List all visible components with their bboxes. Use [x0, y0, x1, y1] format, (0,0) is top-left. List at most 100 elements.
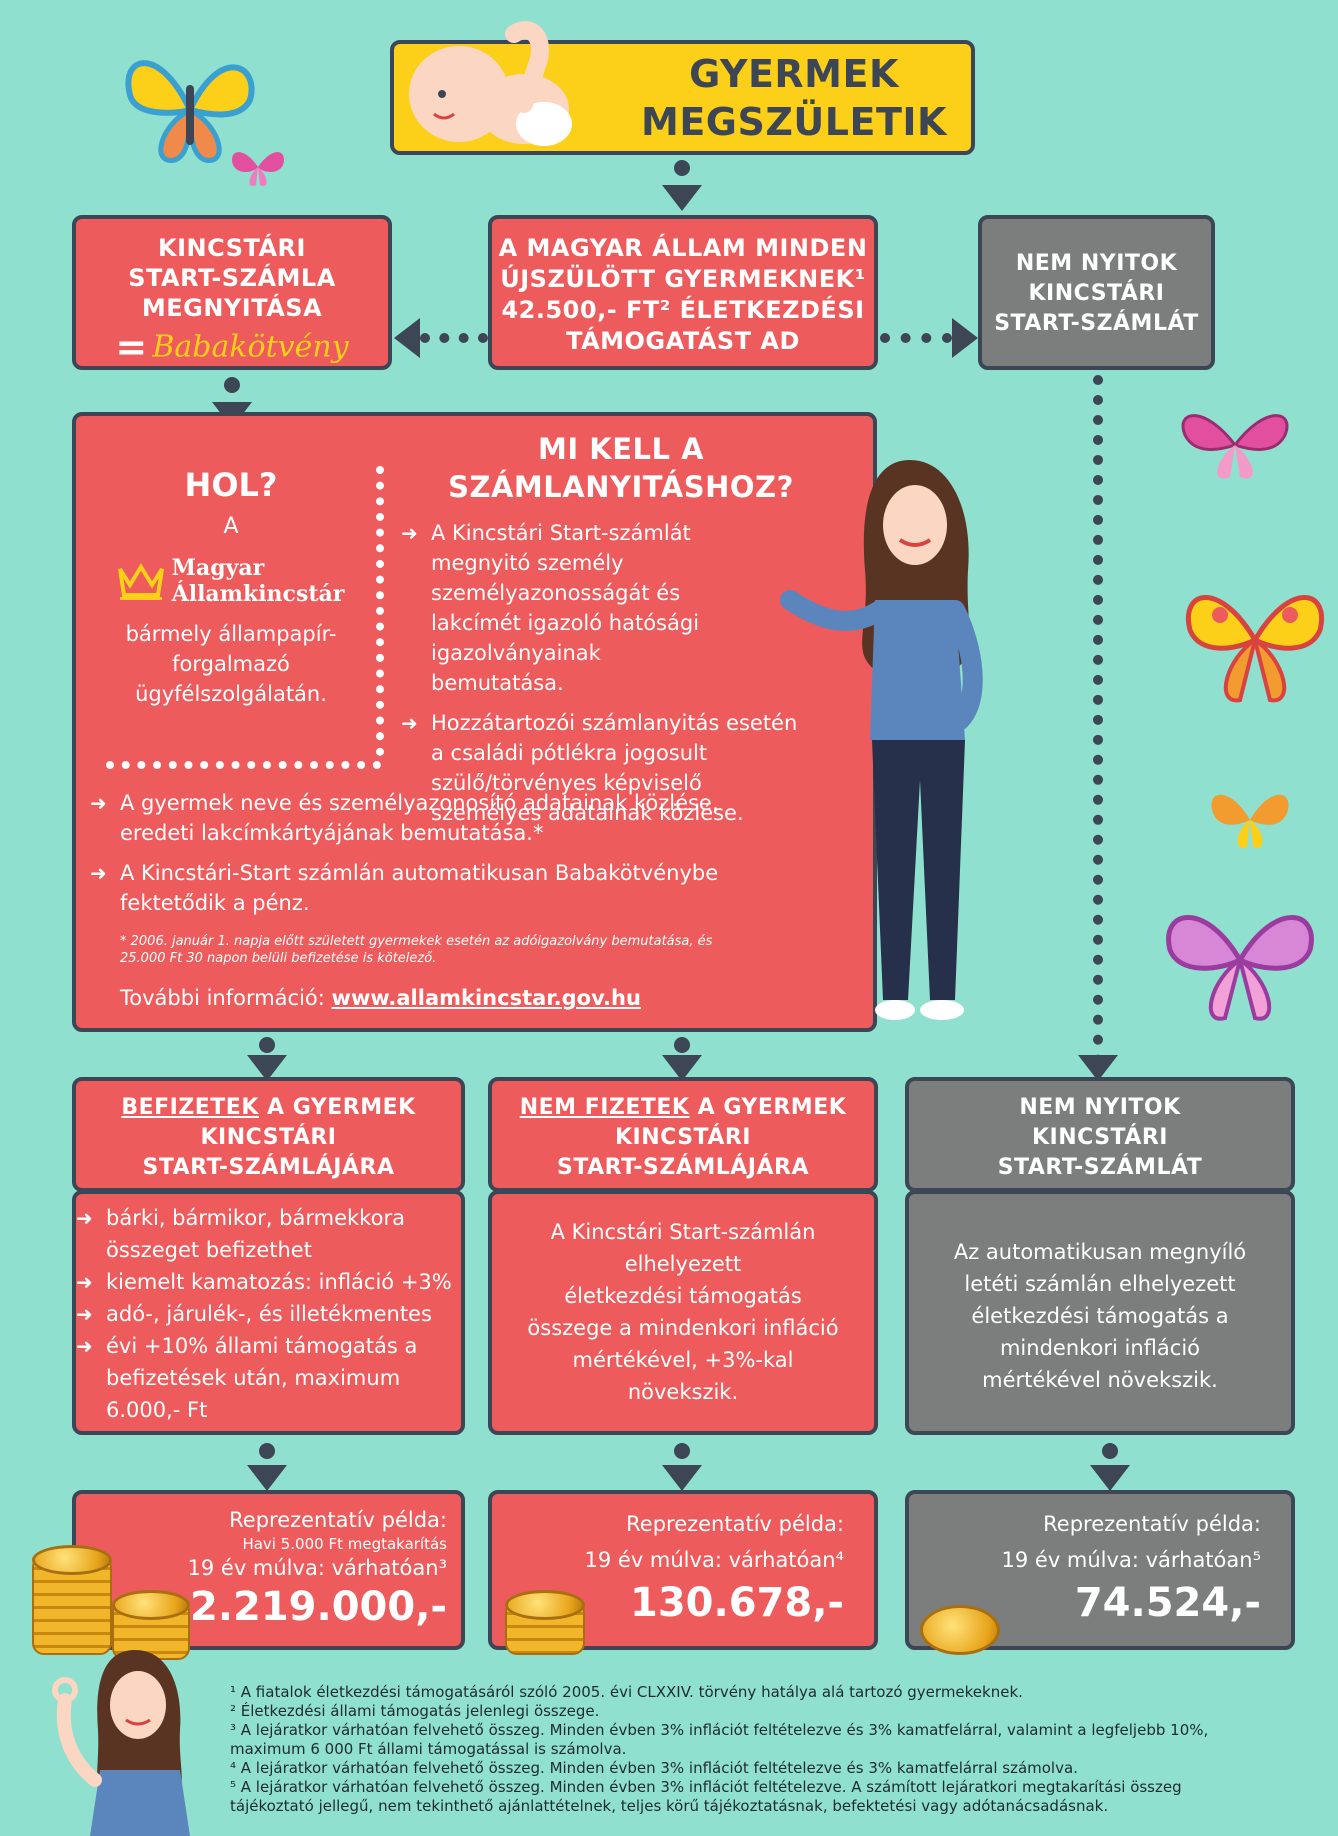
- coin-icon: [32, 1545, 112, 1575]
- col1-title-underline: BEFIZETEK: [121, 1095, 259, 1120]
- connector-dot: [259, 1443, 275, 1459]
- need-item-1: A Kincstári Start-számlát megnyitó szemé…: [401, 518, 841, 698]
- arrow-down-icon: [247, 1465, 287, 1491]
- connector-vertical-right: [1093, 375, 1103, 1065]
- col3-header: NEM NYITOK KINCSTÁRI START-SZÁMLÁT: [905, 1077, 1295, 1192]
- col1-item-3: adó-, járulék-, és illetékmentes: [76, 1298, 457, 1330]
- footnote-3b: maximum 6 000 Ft állami támogatással is …: [230, 1740, 627, 1758]
- state-line3: 42.500,- FT² ÉLETKEZDÉSI: [501, 296, 865, 324]
- baby-icon: [409, 21, 572, 146]
- connector-dot: [259, 1037, 275, 1053]
- arrow-right-icon: [952, 318, 978, 358]
- col2-body-2: elhelyezett: [624, 1252, 742, 1276]
- col3-body-5: mértékével növekszik.: [982, 1368, 1218, 1392]
- dotted-separator-v: [376, 466, 384, 756]
- footnote-5: ⁵ A lejáratkor várhatóan felvehető össze…: [230, 1778, 1182, 1796]
- need-note: * 2006. január 1. napja előtt született …: [120, 934, 713, 966]
- col1-item-4: évi +10% állami támogatás a befizetések …: [76, 1330, 457, 1426]
- state-line1: A MAGYAR ÁLLAM MINDEN: [498, 234, 868, 262]
- col1-example-sub: Havi 5.000 Ft megtakarítás: [242, 1535, 447, 1553]
- col2-example-when: 19 év múlva: várhatóan⁴: [584, 1548, 845, 1572]
- col1-title-3: START-SZÁMLÁJÁRA: [142, 1155, 395, 1180]
- butterfly-icon: [1166, 915, 1314, 1021]
- mak-logo: Magyar Államkincstár: [86, 555, 376, 607]
- col1-item-2: kiemelt kamatozás: infláció +3%: [76, 1266, 457, 1298]
- connector-dot: [224, 377, 240, 393]
- footnote-4: ⁴ A lejáratkor várhatóan felvehető össze…: [230, 1759, 1078, 1777]
- babakotveny-label: Babakötvény: [152, 329, 349, 365]
- arrow-down-icon: [662, 1055, 702, 1081]
- more-info-link[interactable]: www.allamkincstar.gov.hu: [331, 986, 641, 1010]
- coin-icon: [505, 1590, 585, 1620]
- dotted-separator-h: [106, 761, 381, 769]
- open-line1: KINCSTÁRI: [158, 234, 306, 262]
- where-text-1: bármely állampapír-: [125, 622, 337, 646]
- connector-dot: [674, 1037, 690, 1053]
- col2-body-5: mértékével, +3%-kal: [572, 1348, 794, 1372]
- equals-sign: =: [115, 325, 148, 369]
- arrow-down-icon: [662, 1465, 702, 1491]
- col2-body-1: A Kincstári Start-számlán: [550, 1220, 816, 1244]
- col3-title-3: START-SZÁMLÁT: [997, 1155, 1203, 1180]
- arrow-down-icon: [1078, 1055, 1118, 1081]
- butterfly-icon: [125, 60, 255, 163]
- need-wide-list: A gyermek neve és személyazonosító adata…: [90, 788, 780, 918]
- col1-title-2: KINCSTÁRI: [200, 1125, 337, 1150]
- col2-title-3: START-SZÁMLÁJÁRA: [557, 1155, 809, 1180]
- coin-icon: [920, 1605, 1000, 1655]
- connector-right: [880, 333, 952, 343]
- col2-body: A Kincstári Start-számlán elhelyezett él…: [488, 1190, 878, 1435]
- title-line2: MEGSZÜLETIK: [641, 100, 947, 144]
- footnote-5b: tájékoztató jellegű, nem tekinthető aján…: [230, 1797, 1109, 1815]
- col1-body: bárki, bármikor, bármekkora összeget bef…: [72, 1190, 465, 1435]
- arrow-down-icon: [1090, 1465, 1130, 1491]
- need-heading-1: MI KELL A: [537, 432, 705, 466]
- state-support-box: A MAGYAR ÁLLAM MINDEN ÚJSZÜLÖTT GYERMEKN…: [488, 215, 878, 370]
- no-open-top-line1: NEM NYITOK: [1015, 251, 1178, 276]
- where-heading: HOL?: [184, 466, 278, 504]
- footnote-3: ³ A lejáratkor várhatóan felvehető össze…: [230, 1721, 1209, 1739]
- open-account-box: KINCSTÁRI START-SZÁMLA MEGNYITÁSA = Baba…: [72, 215, 392, 370]
- col3-example-when: 19 év múlva: várhatóan⁵: [1001, 1548, 1262, 1572]
- need-heading-2: SZÁMLANYITÁSHOZ?: [448, 470, 794, 504]
- butterfly-icon: [1211, 794, 1289, 848]
- col2-title-rest: A GYERMEK: [689, 1095, 847, 1120]
- title-box: GYERMEK MEGSZÜLETIK: [390, 21, 975, 155]
- col2-body-3: életkezdési támogatás: [564, 1284, 802, 1308]
- col3-example: Reprezentatív példa: 19 év múlva: várhat…: [905, 1490, 1295, 1650]
- need-section: MI KELL A SZÁMLANYITÁSHOZ? A Kincstári S…: [401, 430, 841, 828]
- woman-illustration-icon: [780, 460, 983, 1020]
- col1-item-1: bárki, bármikor, bármekkora összeget bef…: [76, 1202, 457, 1266]
- col1-example-label: Reprezentatív példa:: [229, 1508, 447, 1532]
- col3-title-2: KINCSTÁRI: [1032, 1125, 1168, 1150]
- col2-header: NEM FIZETEK A GYERMEK KINCSTÁRI START-SZ…: [488, 1077, 878, 1192]
- where-a: A: [223, 514, 239, 539]
- more-info: További információ: www.allamkincstar.go…: [120, 986, 641, 1010]
- connector-dot: [674, 1443, 690, 1459]
- title-line1: GYERMEK: [689, 52, 899, 96]
- col3-body-4: mindenkori infláció: [999, 1336, 1201, 1360]
- col3-body-1: Az automatikusan megnyíló: [953, 1240, 1247, 1264]
- no-open-box-top: NEM NYITOK KINCSTÁRI START-SZÁMLÁT: [978, 215, 1215, 370]
- col2-example-label: Reprezentatív példa:: [626, 1512, 844, 1536]
- open-line3: MEGNYITÁSA: [141, 294, 323, 322]
- more-info-label: További információ:: [120, 986, 325, 1010]
- connector-dot: [674, 160, 690, 176]
- col3-body-2: letéti számlán elhelyezett: [964, 1272, 1236, 1296]
- coin-icon: [112, 1590, 190, 1620]
- need-wide-item-1: A gyermek neve és személyazonosító adata…: [90, 788, 780, 848]
- no-open-top-line3: START-SZÁMLÁT: [994, 311, 1199, 336]
- woman-ok-illustration-icon: [52, 1650, 190, 1836]
- col3-body-3: életkezdési támogatás a: [971, 1304, 1229, 1328]
- state-line4: TÁMOGATÁST AD: [566, 327, 800, 355]
- logo-line1: Magyar: [171, 555, 265, 581]
- col3-amount: 74.524,-: [1074, 1580, 1261, 1626]
- col1-example: Reprezentatív példa: Havi 5.000 Ft megta…: [72, 1490, 465, 1650]
- col2-title-2: KINCSTÁRI: [615, 1125, 751, 1150]
- col1-example-when: 19 év múlva: várhatóan³: [187, 1556, 448, 1580]
- info-box: HOL? A Magyar Államkincstár bármely álla…: [72, 412, 877, 1032]
- footnote-2: ² Életkezdési állami támogatás jelenlegi…: [230, 1702, 600, 1720]
- col2-amount: 130.678,-: [630, 1580, 844, 1626]
- arrow-left-icon: [394, 318, 420, 358]
- logo-line2: Államkincstár: [171, 581, 345, 607]
